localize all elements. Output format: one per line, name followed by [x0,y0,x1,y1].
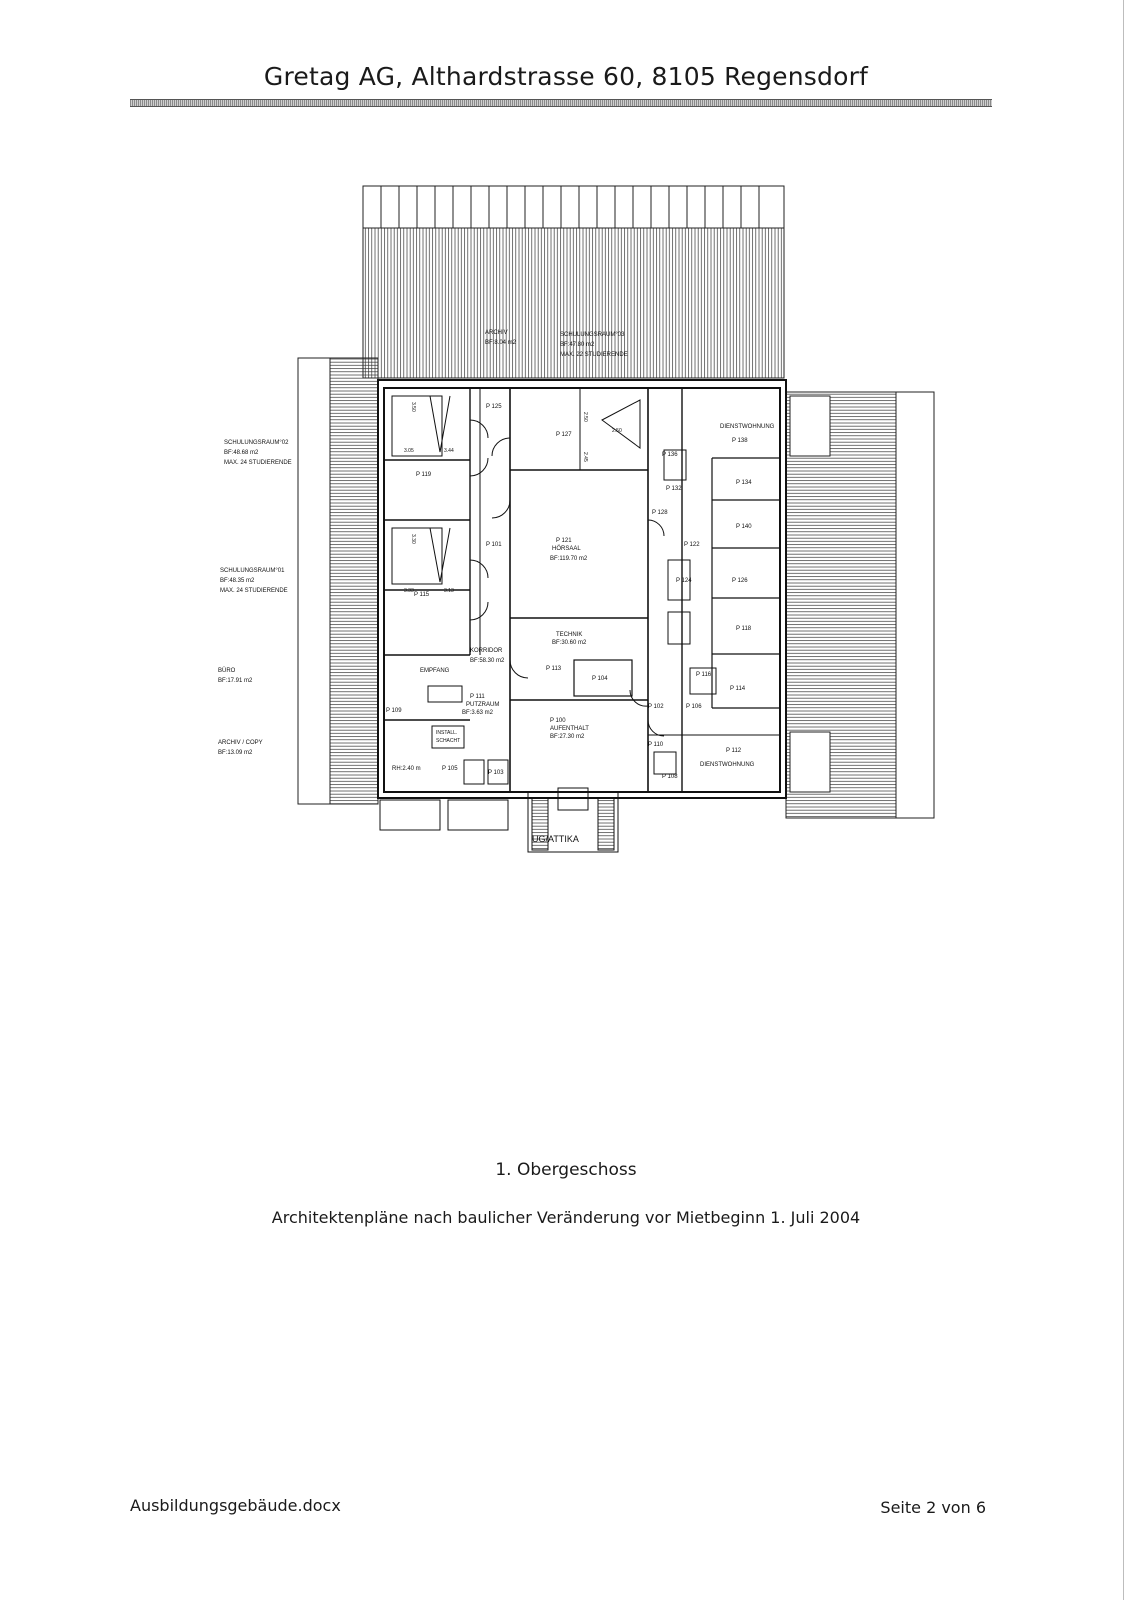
svg-text:SCHULUNGSRAUM°03: SCHULUNGSRAUM°03 [560,332,625,338]
svg-text:P 140: P 140 [736,524,752,530]
svg-text:MAX. 22 STUDIERENDE: MAX. 22 STUDIERENDE [560,352,628,358]
svg-text:2.50: 2.50 [582,412,588,422]
svg-text:3.30: 3.30 [410,534,416,544]
svg-text:BF:119.70 m2: BF:119.70 m2 [550,556,588,562]
svg-text:P 111: P 111 [470,694,485,700]
svg-text:P 126: P 126 [732,578,748,584]
svg-text:EMPFANG: EMPFANG [420,668,450,674]
svg-text:P 101: P 101 [486,542,502,548]
header-rule [130,99,992,107]
roof-right [785,391,935,819]
svg-text:P 109: P 109 [386,708,402,714]
page-edge-line [1123,0,1124,1600]
stairs [379,395,619,853]
svg-text:P 113: P 113 [546,666,562,672]
svg-text:P 138: P 138 [732,438,748,444]
svg-text:RH:2.40 m: RH:2.40 m [392,766,421,772]
svg-text:P 103: P 103 [488,770,504,776]
svg-text:INSTALL.: INSTALL. [436,730,457,736]
doors [429,395,665,737]
svg-text:HÖRSAAL: HÖRSAAL [552,545,581,552]
svg-text:P 121: P 121 [556,538,572,544]
svg-text:2.45: 2.45 [582,452,588,462]
svg-text:SCHULUNGSRAUM°02: SCHULUNGSRAUM°02 [224,440,289,446]
svg-text:P 104: P 104 [592,676,608,682]
floor-caption: 1. Obergeschoss [495,1160,637,1180]
svg-text:P 114: P 114 [730,686,746,692]
svg-text:BF:13.09 m2: BF:13.09 m2 [218,750,253,756]
dimension-labels: 3.50 3.05 3.44 3.30 3.33 3.13 2.50 2.50 … [404,402,622,594]
roof-top [362,185,785,379]
svg-text:P 134: P 134 [736,480,752,486]
svg-text:ARCHIV / COPY: ARCHIV / COPY [218,740,263,746]
svg-text:P 125: P 125 [486,404,502,410]
svg-text:PUTZRAUM: PUTZRAUM [466,702,499,708]
svg-text:P 124: P 124 [676,578,692,584]
svg-text:3.44: 3.44 [444,448,454,454]
svg-text:BÜRO: BÜRO [218,667,236,674]
building-walls [377,379,787,799]
svg-text:BF:48.68 m2: BF:48.68 m2 [224,450,259,456]
svg-text:3.33: 3.33 [404,588,414,594]
svg-text:P 110: P 110 [648,742,664,748]
svg-text:MAX. 24 STUDIERENDE: MAX. 24 STUDIERENDE [224,460,292,466]
svg-text:TECHNIK: TECHNIK [556,632,582,638]
svg-text:3.13: 3.13 [444,588,454,594]
outer-labels: ARCHIV BF:8.04 m2 SCHULUNGSRAUM°03 BF:47… [218,330,628,756]
svg-text:P 102: P 102 [648,704,664,710]
plan-note-caption: Architektenpläne nach baulicher Veränder… [271,1208,861,1227]
svg-text:P 119: P 119 [416,472,432,478]
svg-text:2.50: 2.50 [612,428,622,434]
footer-filename: Ausbildungsgebäude.docx [130,1496,341,1515]
svg-text:SCHACHT: SCHACHT [436,738,460,744]
svg-text:SCHULUNGSRAUM°01: SCHULUNGSRAUM°01 [220,568,285,574]
svg-text:P 132: P 132 [666,486,682,492]
svg-text:KORRIDOR: KORRIDOR [470,648,503,654]
svg-text:P 115: P 115 [414,592,430,598]
svg-text:BF:58.30 m2: BF:58.30 m2 [470,658,505,664]
svg-text:BF:48.35 m2: BF:48.35 m2 [220,578,255,584]
svg-text:P 108: P 108 [662,774,678,780]
svg-text:P 100: P 100 [550,718,566,724]
page-title: Gretag AG, Althardstrasse 60, 8105 Regen… [263,62,869,91]
svg-text:BF:30.60 m2: BF:30.60 m2 [552,640,587,646]
svg-text:ARCHIV: ARCHIV [485,330,508,336]
svg-text:P 105: P 105 [442,766,458,772]
svg-text:P 122: P 122 [684,542,700,548]
svg-text:UG/ATTIKA: UG/ATTIKA [532,834,579,844]
svg-text:BF:3.63 m2: BF:3.63 m2 [462,710,494,716]
svg-text:P 118: P 118 [736,626,752,632]
svg-text:BF:17.91 m2: BF:17.91 m2 [218,678,253,684]
svg-text:AUFENTHALT: AUFENTHALT [550,726,589,732]
svg-text:P 128: P 128 [652,510,668,516]
svg-text:DIENSTWOHNUNG: DIENSTWOHNUNG [720,424,775,430]
svg-text:3.50: 3.50 [410,402,416,412]
svg-text:P 127: P 127 [556,432,572,438]
svg-text:3.05: 3.05 [404,448,414,454]
svg-text:DIENSTWOHNUNG: DIENSTWOHNUNG [700,762,755,768]
svg-text:BF:47.80 m2: BF:47.80 m2 [560,342,595,348]
svg-text:BF:8.04 m2: BF:8.04 m2 [485,340,517,346]
svg-text:P 112: P 112 [726,748,742,754]
svg-text:P 116: P 116 [696,672,712,678]
roof-left [297,357,379,805]
svg-text:BF:27.30 m2: BF:27.30 m2 [550,734,585,740]
svg-text:P 106: P 106 [686,704,702,710]
room-labels: P 125 P 127 P 119 P 101 P 115 P 121 HÖRS… [386,404,775,844]
footer-page-number: Seite 2 von 6 [880,1498,986,1517]
floor-plan: ARCHIV BF:8.04 m2 SCHULUNGSRAUM°03 BF:47… [218,185,935,853]
svg-text:MAX. 24 STUDIERENDE: MAX. 24 STUDIERENDE [220,588,288,594]
svg-text:P 136: P 136 [662,452,678,458]
